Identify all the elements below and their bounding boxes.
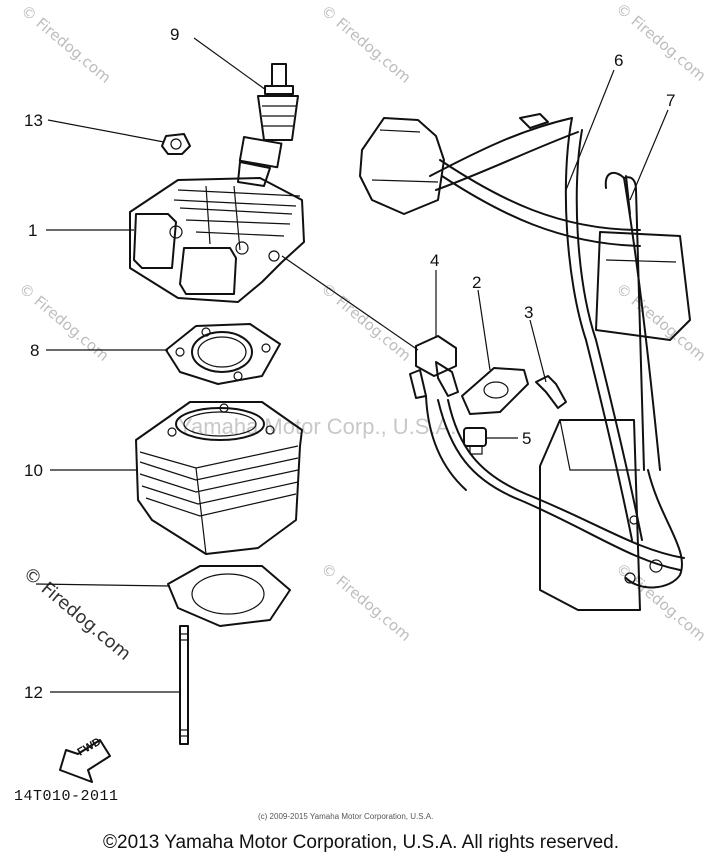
joint bbox=[409, 335, 459, 399]
watermark: © Firedog.com bbox=[612, 559, 709, 644]
stud-bolt bbox=[179, 625, 189, 745]
cylinder bbox=[135, 401, 303, 555]
callout-13: 13 bbox=[24, 111, 43, 130]
callout-10: 10 bbox=[24, 461, 43, 480]
cap-nut bbox=[161, 133, 191, 155]
forward-arrow-icon: FWD bbox=[59, 736, 111, 783]
cylinder-head bbox=[129, 177, 305, 303]
bolt bbox=[535, 375, 567, 409]
leader-lines bbox=[35, 37, 669, 693]
callout-1: 1 bbox=[28, 221, 37, 240]
copyright-notice: ©2013 Yamaha Motor Corporation, U.S.A. A… bbox=[103, 832, 619, 853]
callout-3: 3 bbox=[524, 303, 533, 322]
callout-12: 12 bbox=[24, 683, 43, 702]
watermark: © Firedog.com bbox=[317, 279, 414, 364]
watermark: © Firedog.com bbox=[19, 563, 135, 665]
watermark: © Firedog.com bbox=[317, 1, 414, 86]
callout-6: 6 bbox=[614, 51, 623, 70]
callout-9: 9 bbox=[170, 25, 179, 44]
watermark: © Firedog.com bbox=[317, 559, 414, 644]
callout-labels: 1 2 3 4 5 6 7 8 9 10 12 13 bbox=[24, 25, 675, 702]
oil-system bbox=[359, 113, 691, 611]
spark-plug bbox=[237, 63, 299, 187]
callout-8: 8 bbox=[30, 341, 39, 360]
callout-5: 5 bbox=[522, 429, 531, 448]
ghost-watermark: Yamaha Motor Corp., U.S.A. bbox=[178, 414, 456, 439]
base-gasket bbox=[167, 565, 291, 627]
watermarks: © Firedog.com © Firedog.com © Firedog.co… bbox=[15, 0, 709, 665]
fwd-label: FWD bbox=[76, 736, 104, 759]
callout-7: 7 bbox=[666, 91, 675, 110]
plate-gasket bbox=[461, 367, 529, 415]
watermark: © Firedog.com bbox=[17, 1, 114, 86]
callout-2: 2 bbox=[472, 273, 481, 292]
watermark: © Firedog.com bbox=[612, 279, 709, 364]
diagram-code: 14T010-2011 bbox=[14, 788, 119, 805]
fitting bbox=[463, 427, 487, 455]
callout-4: 4 bbox=[430, 251, 439, 270]
head-gasket bbox=[165, 323, 281, 385]
watermark: © Firedog.com bbox=[612, 0, 709, 85]
small-copyright: (c) 2009-2015 Yamaha Motor Corporation, … bbox=[258, 812, 434, 821]
